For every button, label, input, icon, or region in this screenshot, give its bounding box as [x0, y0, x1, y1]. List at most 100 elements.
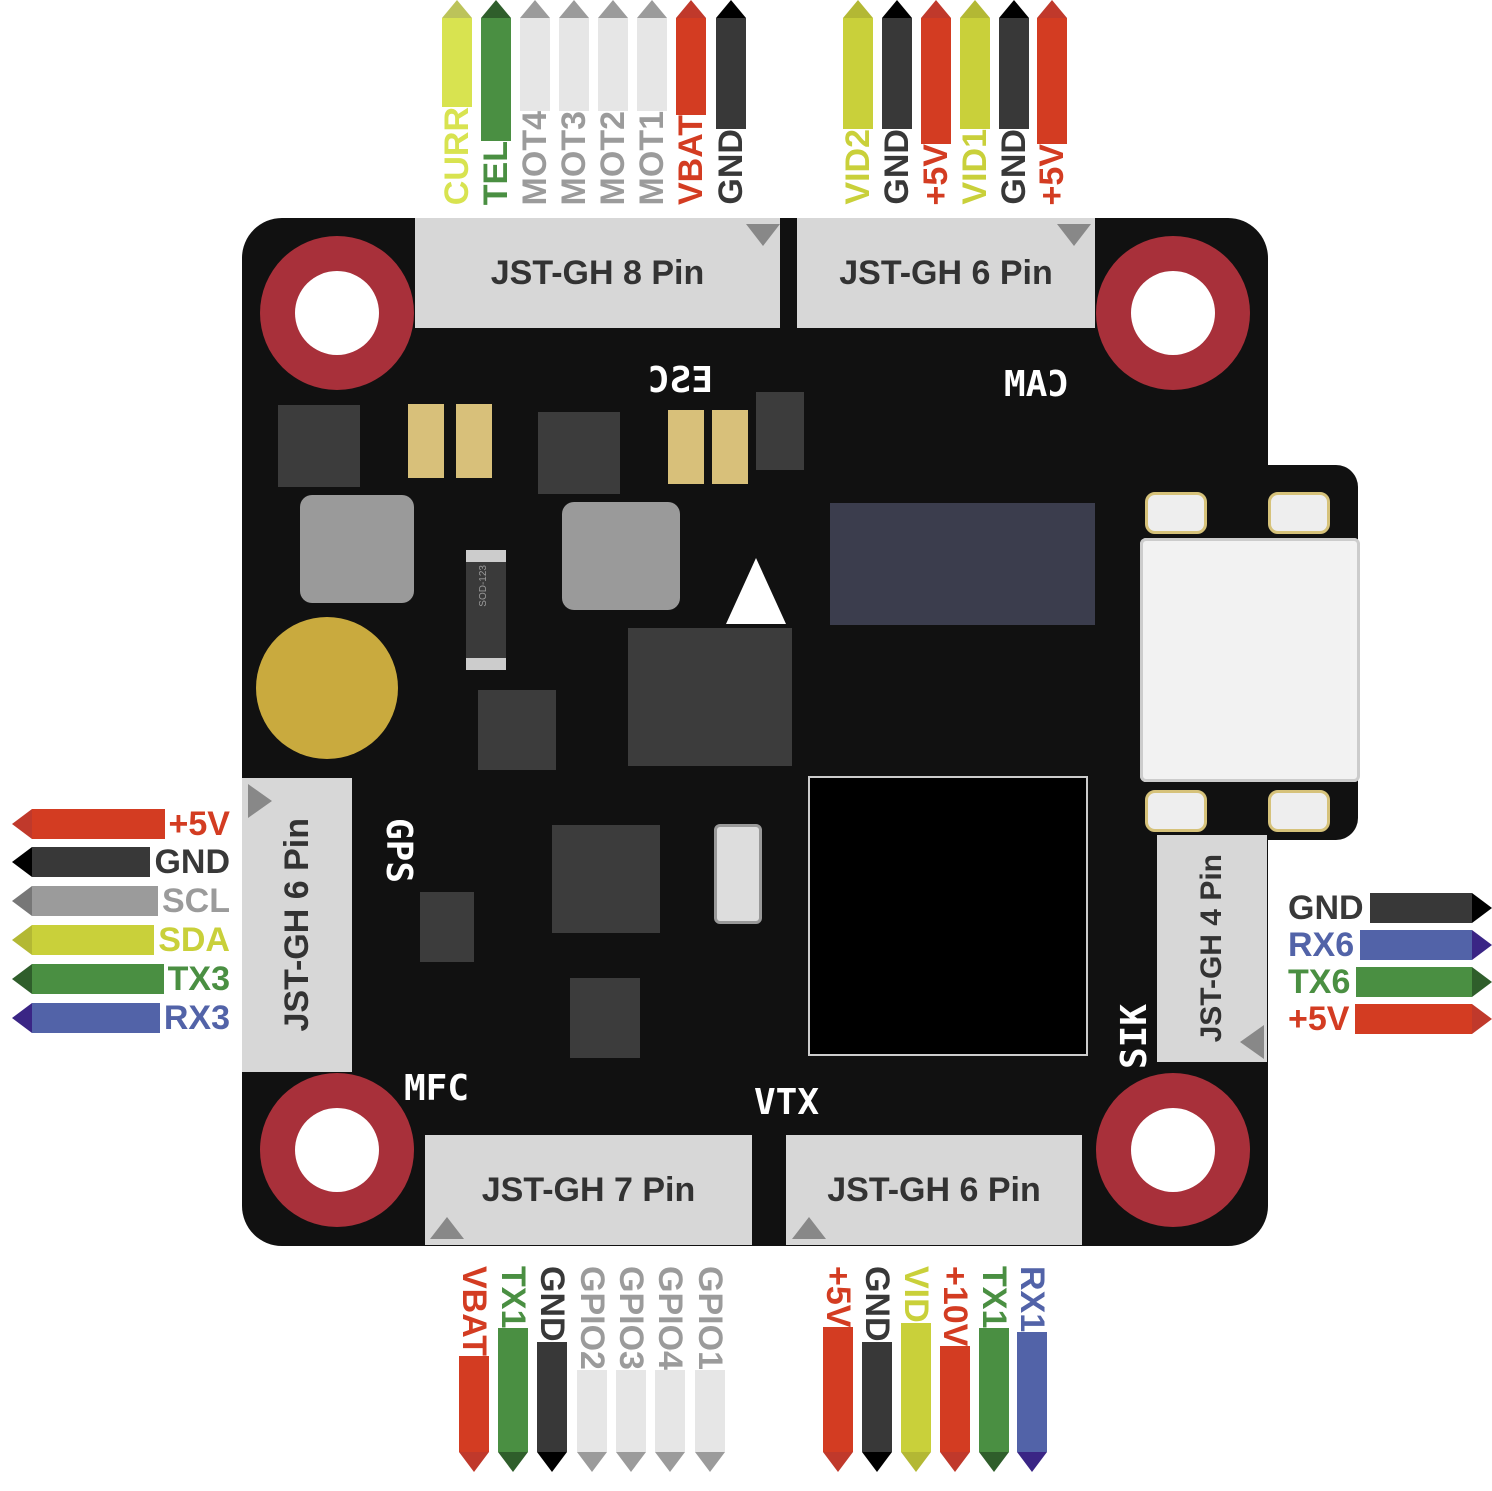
mcu-chip	[808, 776, 1088, 1056]
vtx-connector[interactable]: JST-GH 6 Pin	[786, 1135, 1082, 1245]
wire-vid1: VID1	[956, 0, 994, 205]
ic-chip	[420, 892, 474, 962]
wire-bar	[616, 1369, 646, 1452]
arrow-down-icon	[940, 1452, 970, 1472]
wire-bar	[843, 18, 873, 130]
arrow-left-icon	[12, 886, 32, 916]
arrow-up-icon	[559, 0, 589, 18]
wire-gpio2: GPIO2	[573, 1266, 611, 1472]
wire-bar	[520, 18, 550, 111]
arrow-right-icon	[1472, 893, 1492, 923]
wire-bar	[901, 1322, 931, 1452]
arrow-down-icon	[498, 1452, 528, 1472]
silk-vtx: VTX	[754, 1082, 820, 1123]
esc-connector[interactable]: JST-GH 8 Pin	[415, 218, 780, 328]
buzzer-pad	[256, 617, 398, 759]
wire-label: GPIO4	[651, 1266, 689, 1370]
arrow-down-icon	[901, 1452, 931, 1472]
wire-bar	[32, 964, 164, 994]
arrow-up-icon	[598, 0, 628, 18]
ic-chip	[570, 978, 640, 1058]
wire-label: GPIO3	[612, 1266, 650, 1370]
wire-label: GND	[1288, 889, 1364, 927]
arrow-down-icon	[577, 1452, 607, 1472]
mfc-connector[interactable]: JST-GH 7 Pin	[425, 1135, 752, 1245]
wire-tx3: TX3	[12, 960, 230, 998]
wire-label: RX6	[1288, 926, 1355, 964]
capacitor	[668, 410, 704, 484]
mounting-hole	[1096, 236, 1250, 390]
wire-bar	[559, 18, 589, 111]
wire-label: GND	[712, 129, 750, 205]
wire-mot1: MOT1	[633, 0, 671, 205]
arrow-up-icon	[1037, 0, 1067, 18]
wire-label: TX3	[167, 960, 230, 998]
wire-tx6: TX6	[1288, 963, 1492, 1001]
wire-bar	[32, 809, 165, 839]
wire-bar	[676, 18, 706, 115]
wire-vbat: VBAT	[455, 1266, 493, 1472]
arrow-up-icon	[481, 0, 511, 18]
silk-mfc: MFC	[404, 1068, 470, 1109]
wire-bar	[1360, 930, 1472, 960]
wire-gnd: GND	[878, 0, 916, 205]
wire-label: SDA	[158, 921, 230, 959]
cam-connector[interactable]: JST-GH 6 Pin	[797, 218, 1095, 328]
arrow-left-icon	[12, 964, 32, 994]
mounting-hole	[1096, 1073, 1250, 1227]
wire-curr: CURR	[438, 0, 476, 205]
wire-label: MOT1	[633, 110, 671, 205]
wire-vid: VID	[897, 1266, 935, 1472]
wire-bar	[695, 1369, 725, 1452]
wire-label: +5V	[1033, 143, 1071, 205]
arrow-right-icon	[1472, 930, 1492, 960]
arrow-up-icon	[999, 0, 1029, 18]
arrow-down-icon	[979, 1452, 1009, 1472]
wire-bar	[637, 18, 667, 111]
wire-bar	[862, 1341, 892, 1452]
wire-rx6: RX6	[1288, 926, 1492, 964]
wire-label: +5V	[1288, 1000, 1350, 1038]
arrow-up-icon	[843, 0, 873, 18]
wire-bar	[999, 18, 1029, 130]
sik-connector[interactable]: JST-GH 4 Pin	[1157, 835, 1267, 1062]
wire-label: VID1	[956, 129, 994, 205]
wire-gpio1: GPIO1	[691, 1266, 729, 1472]
wire-label: TX6	[1288, 963, 1351, 1001]
wire-label: TX1	[494, 1266, 532, 1329]
wire-label: VID2	[839, 129, 877, 205]
arrow-right-icon	[1472, 1004, 1492, 1034]
wire-bar	[537, 1341, 567, 1452]
wire-bar	[442, 18, 472, 107]
usb-c-port[interactable]	[1140, 538, 1360, 782]
wire-label: +5V	[917, 143, 955, 205]
gps-connector[interactable]: JST-GH 6 Pin	[242, 778, 352, 1072]
inductor	[562, 502, 680, 610]
pin1-marker-icon	[792, 1217, 826, 1239]
wire-label: GND	[995, 129, 1033, 205]
wire-label: MOT2	[594, 110, 632, 205]
pin1-marker-icon	[746, 224, 780, 246]
arrow-down-icon	[459, 1452, 489, 1472]
wire-label: +5V	[168, 805, 230, 843]
mounting-hole	[260, 1073, 414, 1227]
gps-connector-label: JST-GH 6 Pin	[277, 818, 316, 1032]
mfc-connector-label: JST-GH 7 Pin	[481, 1170, 696, 1209]
wire-label: TEL	[477, 140, 515, 205]
arrow-down-icon	[616, 1452, 646, 1472]
wire-label: +5V	[819, 1266, 857, 1328]
arrow-down-icon	[862, 1452, 892, 1472]
wire-plus5v: +5V	[12, 805, 230, 843]
silk-cam: CAM	[1004, 364, 1070, 405]
arrow-down-icon	[823, 1452, 853, 1472]
wire-label: GPIO2	[573, 1266, 611, 1370]
arrow-down-icon	[695, 1452, 725, 1472]
wire-mot4: MOT4	[516, 0, 554, 205]
wire-gnd: GND	[1288, 889, 1492, 927]
wire-bar	[716, 18, 746, 130]
wire-bar	[1356, 967, 1472, 997]
sik-connector-label: JST-GH 4 Pin	[1195, 854, 1228, 1043]
wire-label: GPIO1	[691, 1266, 729, 1370]
ic-chip	[628, 628, 792, 766]
capacitor	[456, 404, 492, 478]
